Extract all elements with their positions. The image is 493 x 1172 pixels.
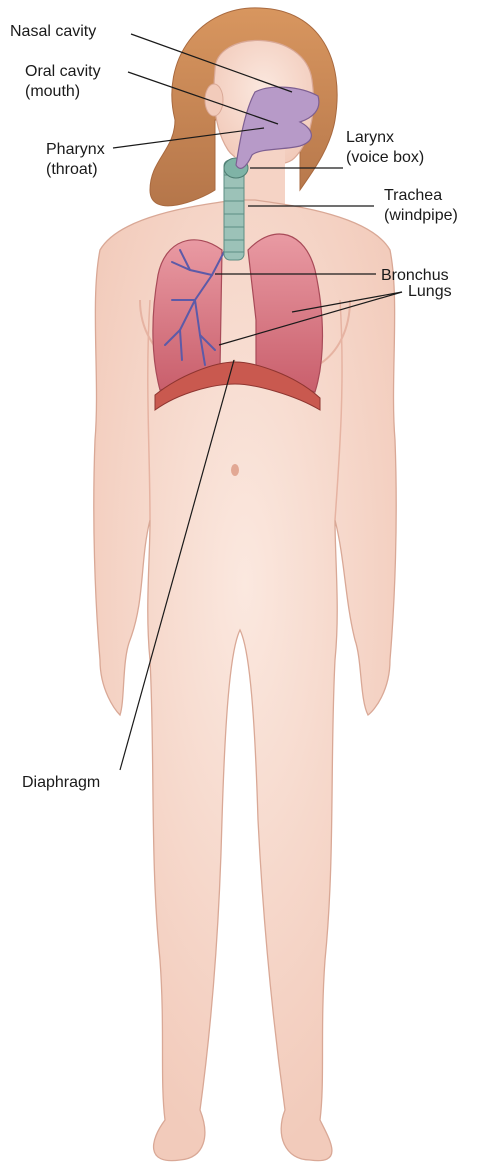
diaphragm-text: Diaphragm (22, 773, 100, 793)
label-larynx: Larynx (voice box) (346, 128, 424, 168)
label-oral-cavity: Oral cavity (mouth) (25, 62, 101, 102)
oral-cavity-sub: (mouth) (25, 82, 101, 102)
trachea-text: Trachea (384, 186, 458, 206)
label-lungs: Lungs (408, 282, 452, 302)
larynx-text: Larynx (346, 128, 424, 148)
navel (231, 464, 239, 476)
body-silhouette (94, 200, 396, 1161)
pharynx-sub: (throat) (46, 160, 105, 180)
label-pharynx: Pharynx (throat) (46, 140, 105, 180)
nasal-cavity-text: Nasal cavity (10, 22, 96, 42)
label-nasal-cavity: Nasal cavity (10, 22, 96, 42)
larynx-sub: (voice box) (346, 148, 424, 168)
pharynx-text: Pharynx (46, 140, 105, 160)
label-trachea: Trachea (windpipe) (384, 186, 458, 226)
label-diaphragm: Diaphragm (22, 773, 100, 793)
oral-cavity-text: Oral cavity (25, 62, 101, 82)
lungs-text: Lungs (408, 282, 452, 302)
trachea-sub: (windpipe) (384, 206, 458, 226)
